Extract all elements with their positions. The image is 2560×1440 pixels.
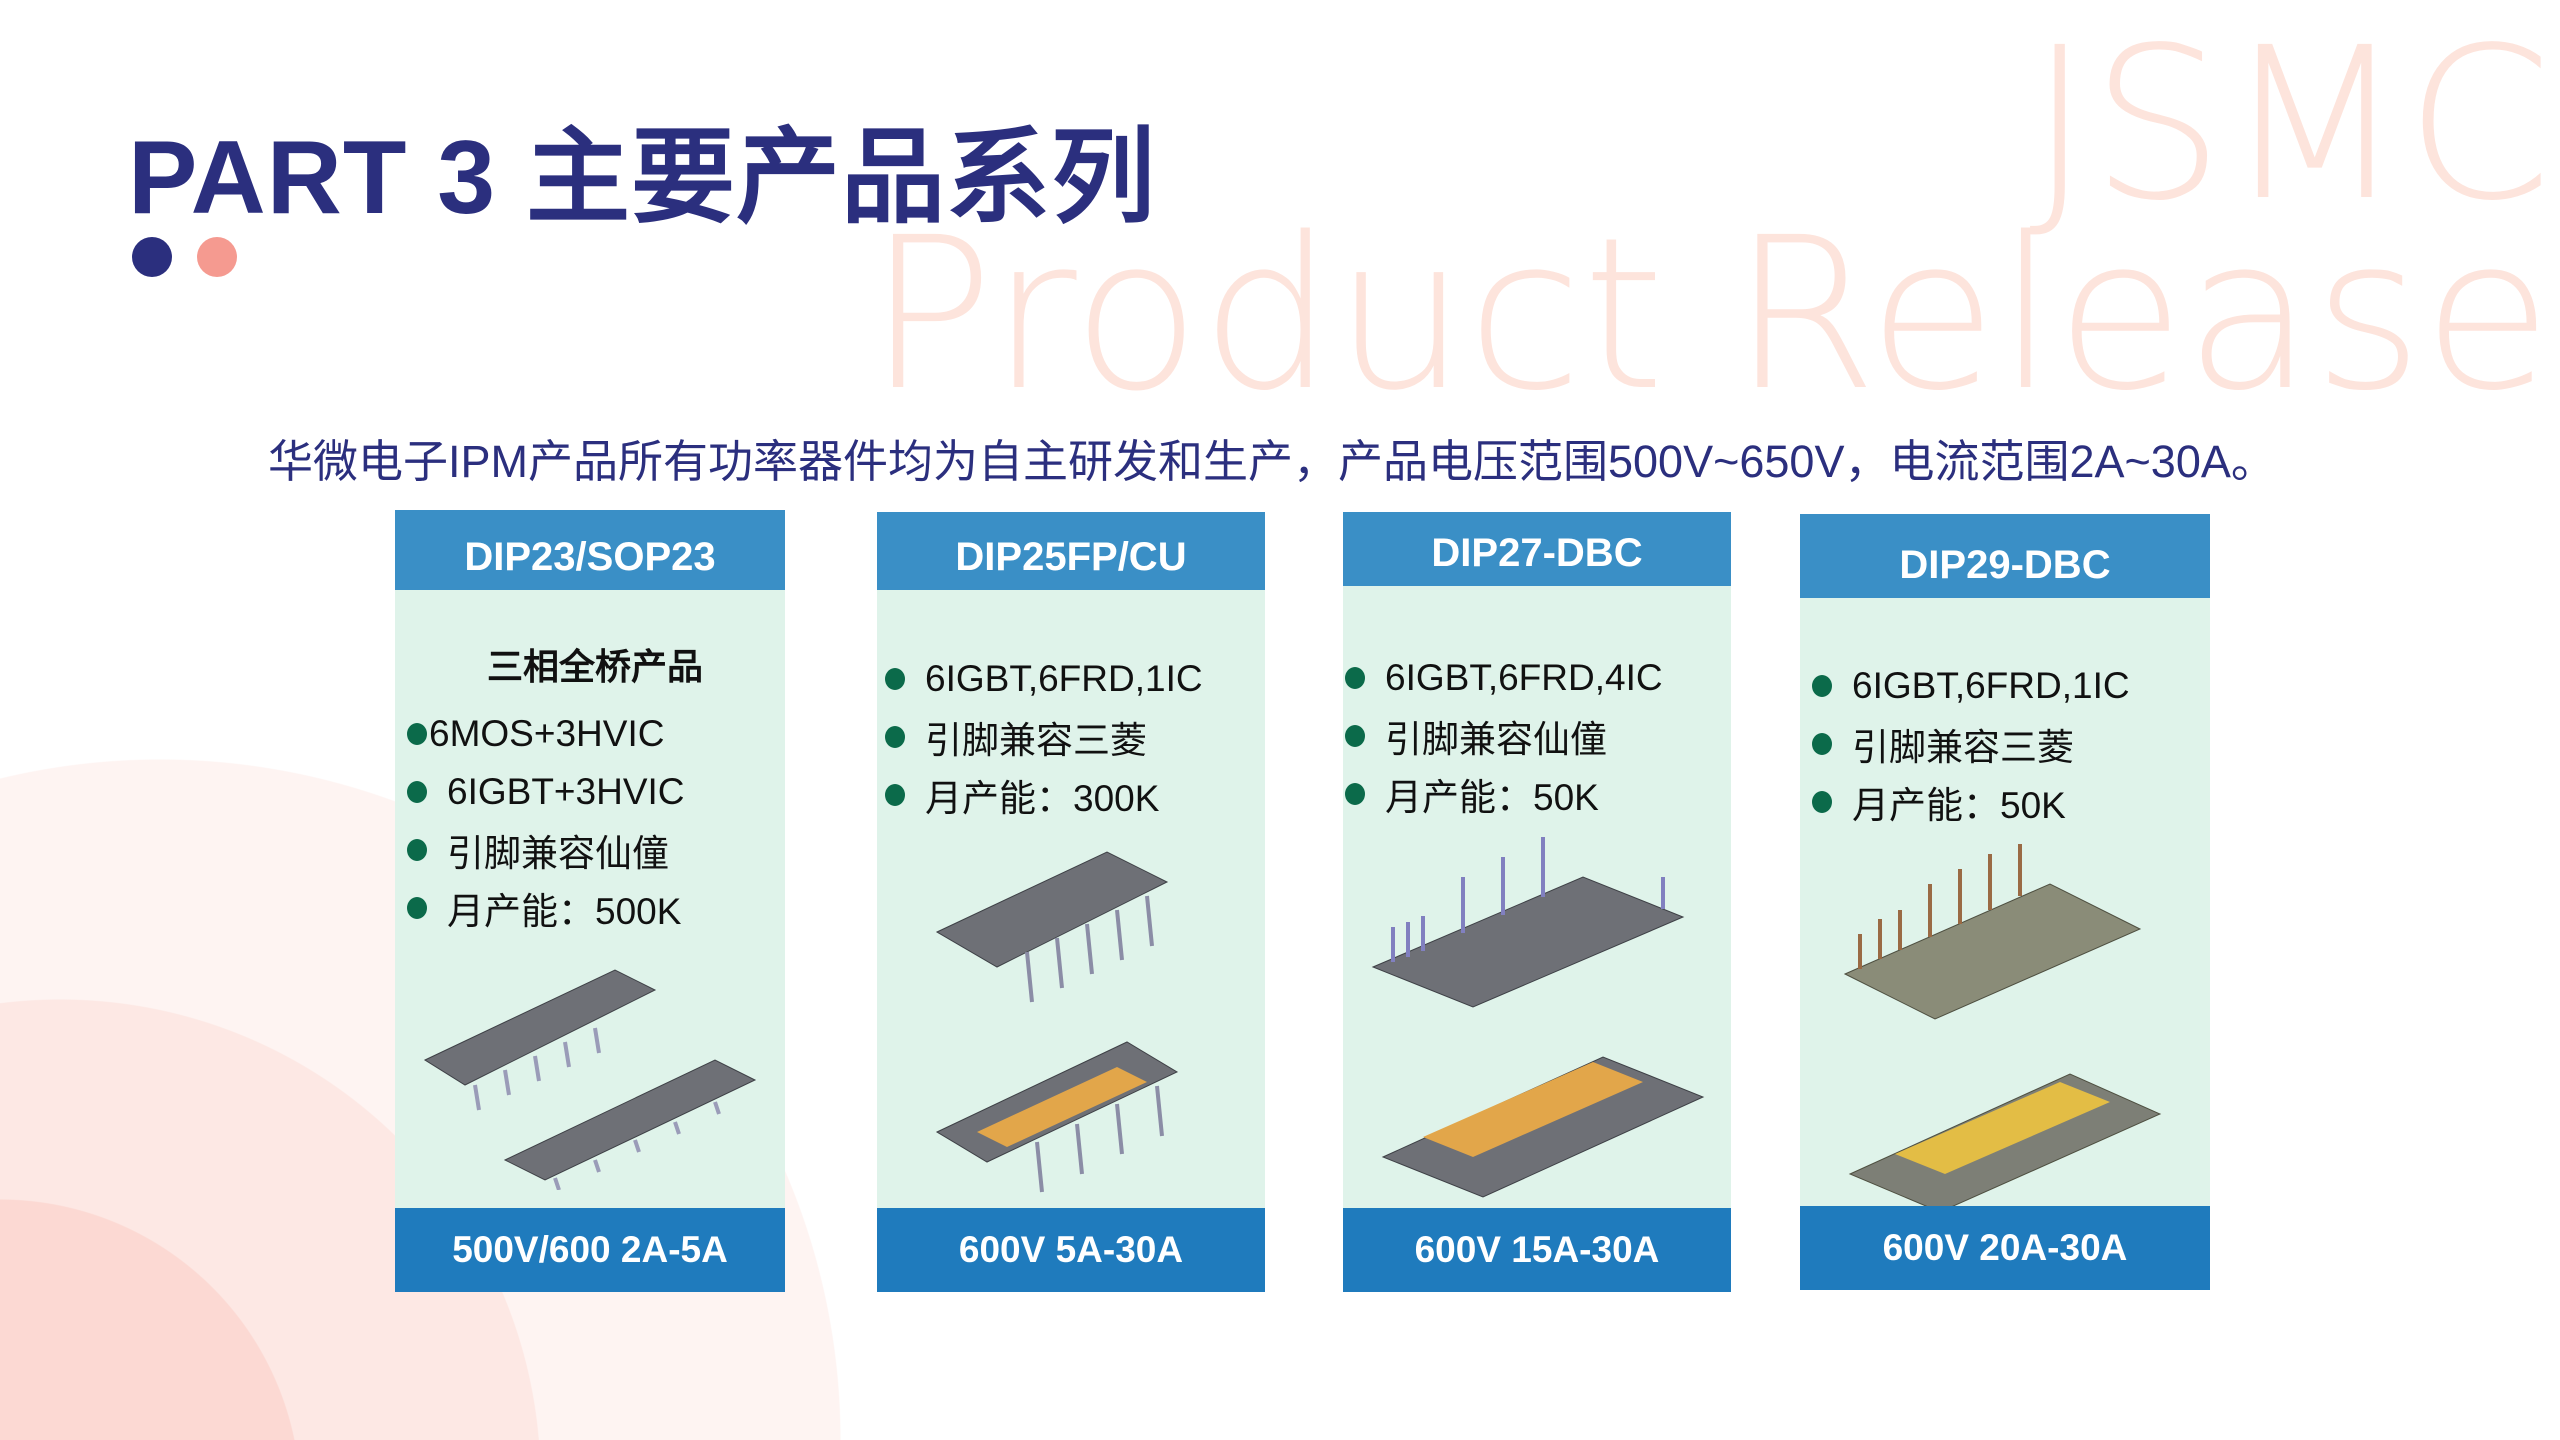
bullet-icon [885, 668, 905, 690]
bullet-icon [1345, 667, 1365, 689]
product-card-dip25: DIP25FP/CU 6IGBT,6FRD,1IC 引脚兼容三菱 月产能：300… [877, 512, 1265, 1292]
list-item: 月产能：500K [407, 879, 685, 937]
product-card-dip27: DIP27-DBC 6IGBT,6FRD,4IC 引脚兼容仙僮 月产能：50K … [1343, 512, 1731, 1292]
feature-list: 6IGBT,6FRD,1IC 引脚兼容三菱 月产能：50K [1812, 657, 2130, 831]
item-text: 月产能：50K [1852, 785, 2066, 826]
product-card-dip29: DIP29-DBC 6IGBT,6FRD,1IC 引脚兼容三菱 月产能：50K … [1800, 514, 2210, 1290]
list-item: 6IGBT,6FRD,1IC [885, 650, 1203, 708]
feature-list: 6IGBT,6FRD,4IC 引脚兼容仙僮 月产能：50K [1345, 649, 1663, 823]
item-text: 引脚兼容三菱 [1852, 727, 2074, 768]
item-text: 引脚兼容仙僮 [1385, 719, 1607, 760]
product-image [935, 851, 1179, 1193]
item-text: 6IGBT,6FRD,4IC [1385, 657, 1663, 698]
bullet-icon [1345, 725, 1365, 747]
list-item: 引脚兼容三菱 [885, 708, 1203, 766]
item-text: 月产能：500K [447, 891, 682, 932]
product-card-dip23: DIP23/SOP23 三相全桥产品 6MOS+3HVIC 6IGBT+3HVI… [395, 510, 785, 1292]
card-header: DIP27-DBC [1343, 512, 1731, 586]
bullet-icon [407, 723, 427, 745]
list-item: 月产能：50K [1812, 773, 2130, 831]
list-item: 6IGBT+3HVIC [407, 763, 685, 821]
list-item: 月产能：300K [885, 766, 1203, 824]
navy-dot [132, 237, 172, 277]
bullet-icon [1812, 675, 1832, 697]
list-item: 6IGBT,6FRD,1IC [1812, 657, 2130, 715]
bullet-icon [885, 784, 905, 806]
watermark-jsmc: JSMC [2028, 2, 2552, 247]
bullet-icon [1812, 791, 1832, 813]
card-header: DIP23/SOP23 [395, 510, 785, 590]
card-footer: 500V/600 2A-5A [395, 1208, 785, 1292]
bullet-icon [1345, 783, 1365, 805]
page-title: PART 3 主要产品系列 [128, 120, 1157, 236]
item-text: 引脚兼容三菱 [925, 720, 1147, 761]
item-text: 6IGBT,6FRD,1IC [925, 658, 1203, 699]
product-image [1843, 844, 2162, 1213]
item-text: 月产能：300K [925, 778, 1160, 819]
watermark-product-release: Product Release [867, 192, 2552, 437]
subtitle: 华微电子IPM产品所有功率器件均为自主研发和生产，产品电压范围500V~650V… [268, 436, 2276, 487]
item-text: 6IGBT,6FRD,1IC [1852, 665, 2130, 706]
list-item: 引脚兼容仙僮 [1345, 707, 1663, 765]
list-item: 6IGBT,6FRD,4IC [1345, 649, 1663, 707]
card-header: DIP25FP/CU [877, 512, 1265, 590]
card-footer: 600V 15A-30A [1343, 1208, 1731, 1292]
card-footer: 600V 5A-30A [877, 1208, 1265, 1292]
bullet-icon [407, 897, 427, 919]
bullet-icon [407, 781, 427, 803]
card-heading: 三相全桥产品 [487, 646, 704, 687]
item-text: 6IGBT+3HVIC [447, 771, 685, 812]
bullet-icon [407, 839, 427, 861]
list-item: 引脚兼容三菱 [1812, 715, 2130, 773]
list-item: 引脚兼容仙僮 [407, 821, 685, 879]
list-item: 6MOS+3HVIC [407, 705, 685, 763]
product-image [1371, 837, 1705, 1198]
card-footer: 600V 20A-30A [1800, 1206, 2210, 1290]
feature-list: 6IGBT,6FRD,1IC 引脚兼容三菱 月产能：300K [885, 650, 1203, 824]
item-text: 6MOS+3HVIC [429, 713, 665, 754]
bullet-icon [885, 726, 905, 748]
item-text: 引脚兼容仙僮 [447, 833, 669, 874]
feature-list: 6MOS+3HVIC 6IGBT+3HVIC 引脚兼容仙僮 月产能：500K [407, 705, 685, 937]
product-image [423, 969, 757, 1190]
coral-dot [197, 237, 237, 277]
item-text: 月产能：50K [1385, 777, 1599, 818]
card-header: DIP29-DBC [1800, 514, 2210, 598]
list-item: 月产能：50K [1345, 765, 1663, 823]
bullet-icon [1812, 733, 1832, 755]
